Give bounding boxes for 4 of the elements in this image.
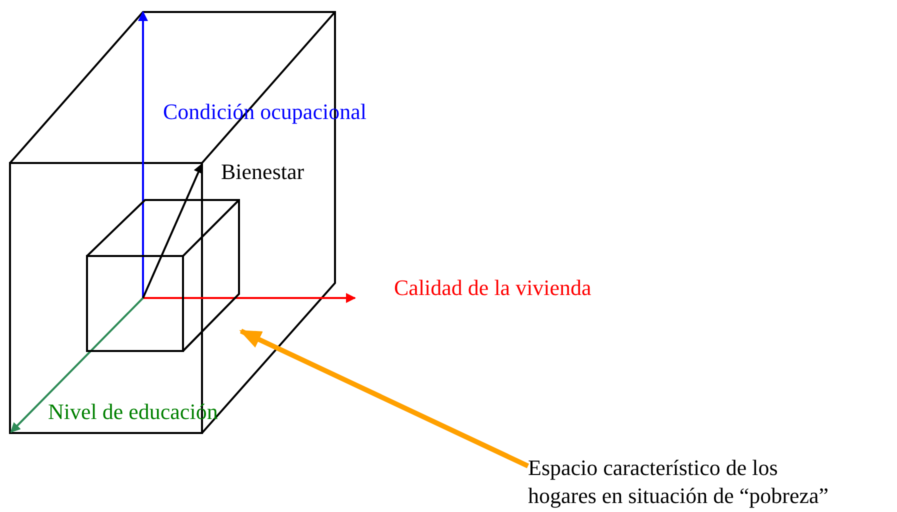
annotation-text: Espacio característico de los hogares en situación de “pobreza” (528, 454, 830, 510)
leader-line (239, 328, 530, 468)
axis-label: Bienestar (221, 159, 304, 185)
axis-label: Calidad de la vivienda (394, 275, 592, 301)
